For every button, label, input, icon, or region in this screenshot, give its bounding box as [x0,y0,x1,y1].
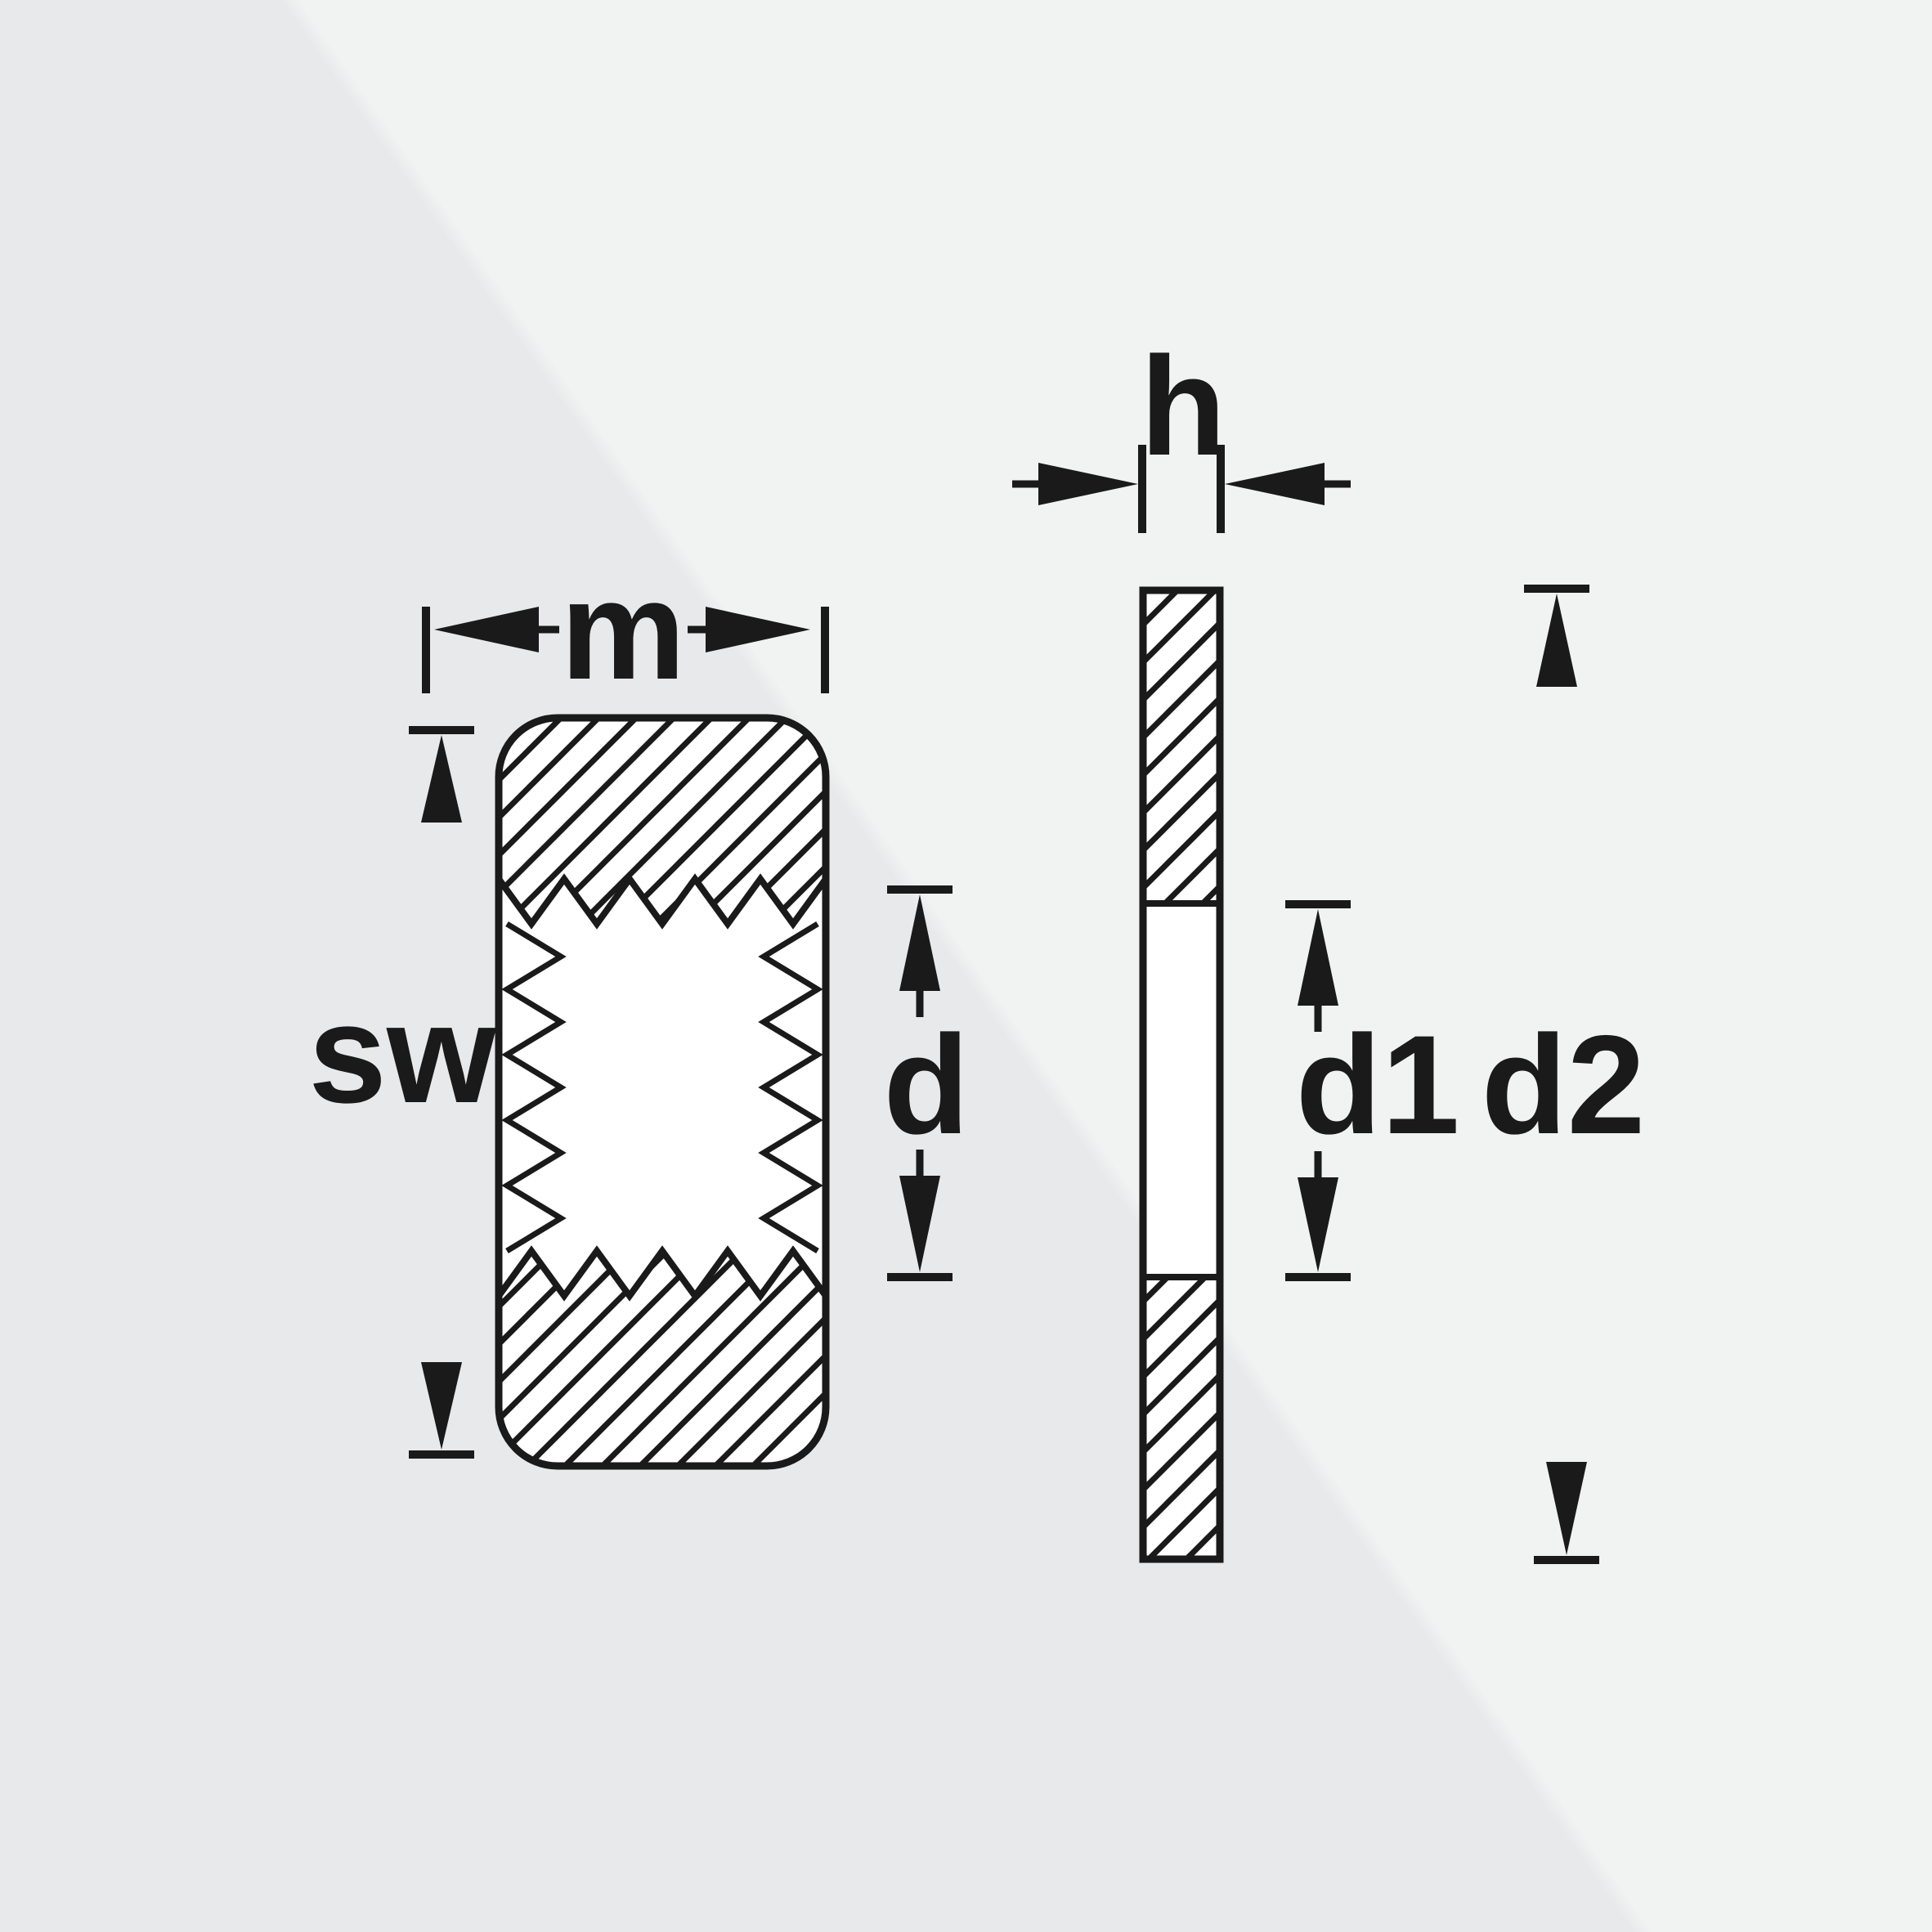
dim-arrowhead-up [899,894,940,991]
dim-arrowhead-down [1298,1177,1338,1272]
dim-arrowhead-left [1225,463,1325,505]
thread-zigzag-left [501,921,567,1253]
dim-arrowhead-down [1546,1462,1587,1555]
dim-label-d1: d1 [1296,1006,1460,1163]
thread-zigzag-right [758,921,823,1253]
dimension-d1: d1 [1285,900,1460,1281]
washer-cross-section [1139,586,1224,1563]
nut-cross-section [495,714,830,1470]
nut-outline [495,714,830,1470]
dim-label-d2: d2 [1481,1006,1646,1163]
nut-top-hatch-area [499,718,826,924]
dim-arrowhead-down [899,1176,940,1272]
dimension-sw: sw [308,726,497,1459]
dim-label-m: m [561,552,686,709]
dim-arrowhead-down [421,1362,462,1450]
dim-arrowhead-up [1298,909,1338,1006]
dimension-d: d [883,885,970,1281]
washer-outline [1139,586,1224,1563]
dimension-d2: d2 [1481,585,1646,1564]
thread-sawtooth-top [495,873,829,930]
dim-arrowhead-right [706,607,810,652]
dim-arrowhead-left [434,607,539,652]
nut-bottom-hatch-area [499,1251,826,1466]
dim-label-sw: sw [308,975,497,1132]
thread-sawtooth-bottom [495,1245,829,1302]
dim-arrowhead-up [1536,594,1577,687]
dim-label-h: h [1140,328,1226,485]
dimension-h: h [1012,328,1351,533]
dim-arrowhead-up [421,735,462,823]
dim-label-d: d [883,1006,969,1163]
dim-arrowhead-right [1038,463,1138,505]
washer-top-hatch-area [1146,594,1217,902]
washer-bottom-hatch-area [1146,1279,1217,1556]
dimension-m: m [422,552,829,709]
